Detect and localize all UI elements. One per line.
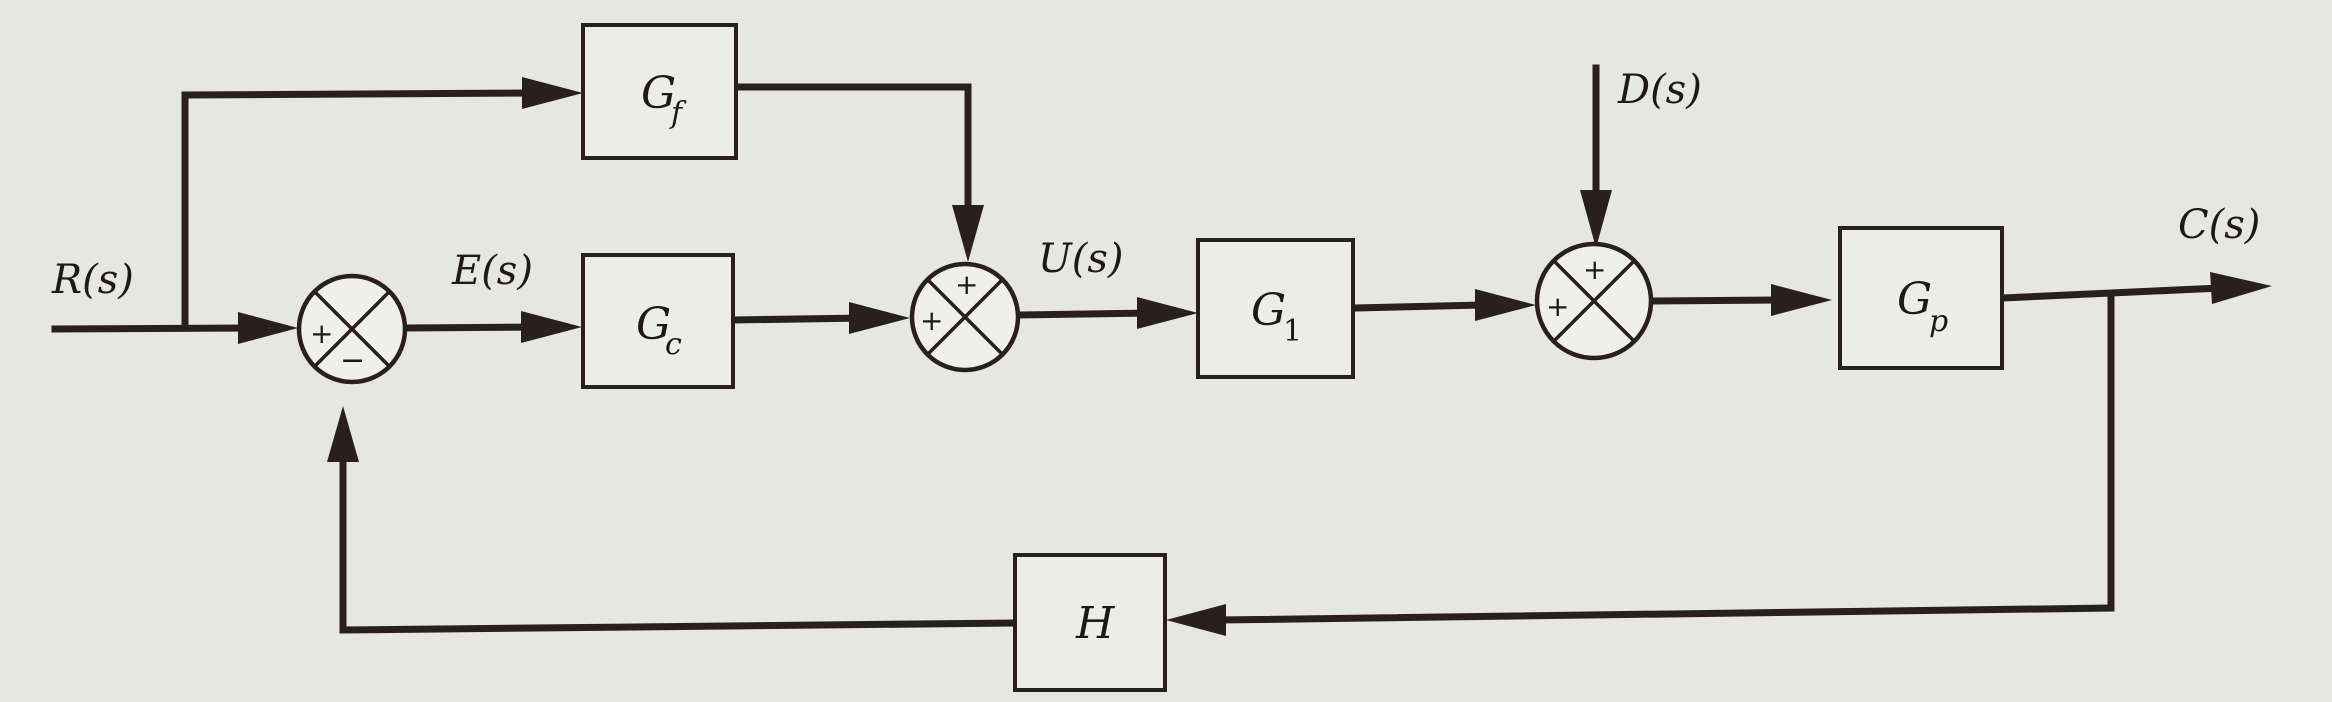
arrowhead-into-control-junction-top [952, 205, 984, 262]
block-gc: G c [581, 253, 735, 389]
block-h-symbol: H [1075, 598, 1116, 649]
arrowhead-into-gc [521, 311, 582, 343]
arrowhead-output [2210, 272, 2272, 304]
disturbance-summing-junction: + + [1534, 241, 1654, 361]
arrowhead-into-g1 [1137, 297, 1198, 329]
wire-reference-input [51, 324, 254, 333]
disturbance-junction-top-plus-sign: + [1583, 253, 1606, 286]
block-gc-subscript: c [665, 327, 682, 362]
wire-disturbance-junction-to-gp [1651, 296, 1784, 305]
disturbance-signal-label: D(s) [1617, 67, 1702, 113]
block-gf-symbol: G [641, 68, 676, 119]
wire-gc-to-control-junction [730, 314, 866, 324]
block-gp-subscript: p [1929, 304, 1948, 339]
error-signal-label: E(s) [451, 248, 533, 294]
error-summing-junction: + − [296, 273, 408, 385]
arrowhead-disturbance-down [1580, 190, 1612, 248]
control-signal-label: U(s) [1038, 236, 1123, 282]
disturbance-junction-left-plus-sign: + [1546, 290, 1569, 323]
control-junction-left-plus-sign: + [920, 304, 943, 337]
output-signal-label: C(s) [2178, 202, 2260, 248]
arrowheads [238, 77, 2272, 636]
control-summing-junction: + + [909, 261, 1021, 373]
block-gp-symbol: G [1897, 274, 1932, 325]
wire-g1-to-disturbance-junction [1350, 301, 1489, 312]
arrowhead-into-gf [522, 77, 583, 109]
block-g1-subscript: 1 [1283, 314, 1302, 349]
arrowhead-into-gp [1771, 284, 1832, 316]
arrowhead-into-disturbance-junction [1475, 289, 1536, 321]
wire-error-to-gc [402, 323, 539, 332]
arrowhead-into-error-junction [238, 312, 298, 344]
wire-gf-to-control-junction [734, 83, 972, 226]
block-gf: G f [581, 23, 738, 160]
error-junction-minus-sign: − [340, 343, 365, 378]
reference-signal-label: R(s) [51, 257, 134, 303]
error-junction-plus-sign: + [310, 317, 333, 350]
control-junction-top-plus-sign: + [955, 268, 978, 301]
block-gp: G p [1838, 226, 2004, 370]
wire-feedback-to-h [1216, 291, 2115, 624]
signal-wires [51, 64, 2224, 634]
wire-feedforward-branch [181, 89, 542, 332]
arrowhead-feedback-up [327, 406, 359, 462]
arrowhead-into-control-junction [849, 302, 910, 334]
block-h: H [1013, 553, 1167, 692]
wire-h-to-error-junction [339, 441, 1019, 634]
block-gc-symbol: G [636, 299, 671, 350]
block-g1-symbol: G [1251, 285, 1286, 336]
arrowhead-into-h [1166, 604, 1226, 636]
wire-control-to-g1 [1016, 309, 1154, 319]
block-g1: G 1 [1196, 238, 1355, 379]
